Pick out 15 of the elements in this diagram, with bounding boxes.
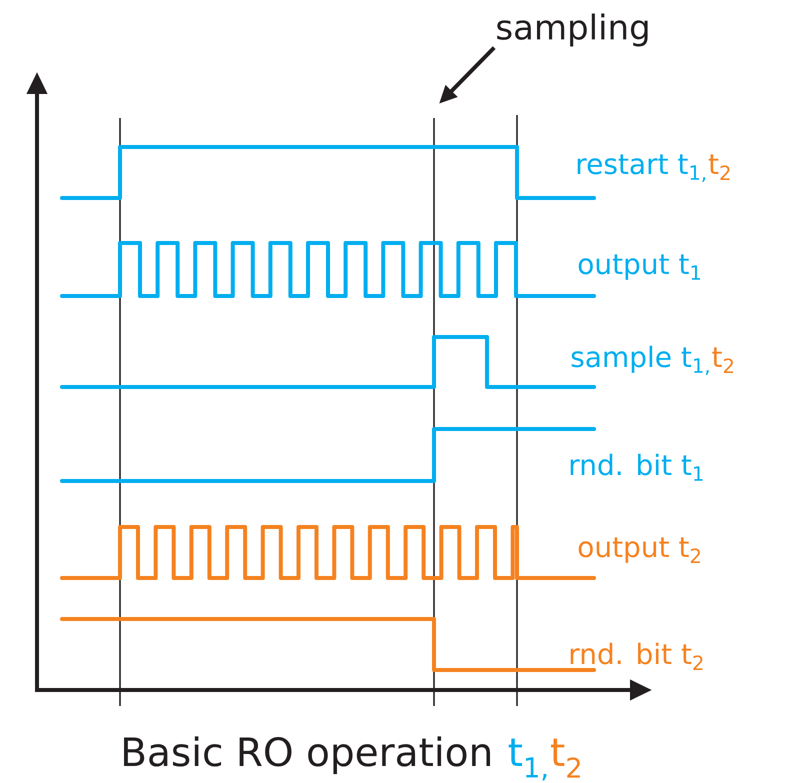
signal-label: sample t$_{1,}$	[572, 346, 709, 375]
signal-label: rnd. bit t$_{1}$	[570, 454, 703, 481]
axis-title: t$_{1,}$	[508, 738, 546, 780]
signal-label: rnd. bit t$_{2}$	[570, 642, 702, 670]
signal-label: output t$_{1}$	[578, 254, 700, 280]
annotation-text: sampling	[497, 14, 648, 46]
signal-label: restart t$_{1,}$	[578, 154, 706, 182]
marker-line	[516, 115, 518, 706]
axis-title: Basic RO operation	[124, 736, 490, 774]
marker-line	[433, 118, 435, 706]
signal-label: t$_{2}$	[712, 347, 733, 373]
signal-label: t$_{2}$	[708, 154, 730, 180]
marker-line	[119, 118, 121, 706]
axis-title: t$_{2}$	[550, 738, 580, 778]
signal-label: output t$_{2}$	[578, 537, 700, 563]
